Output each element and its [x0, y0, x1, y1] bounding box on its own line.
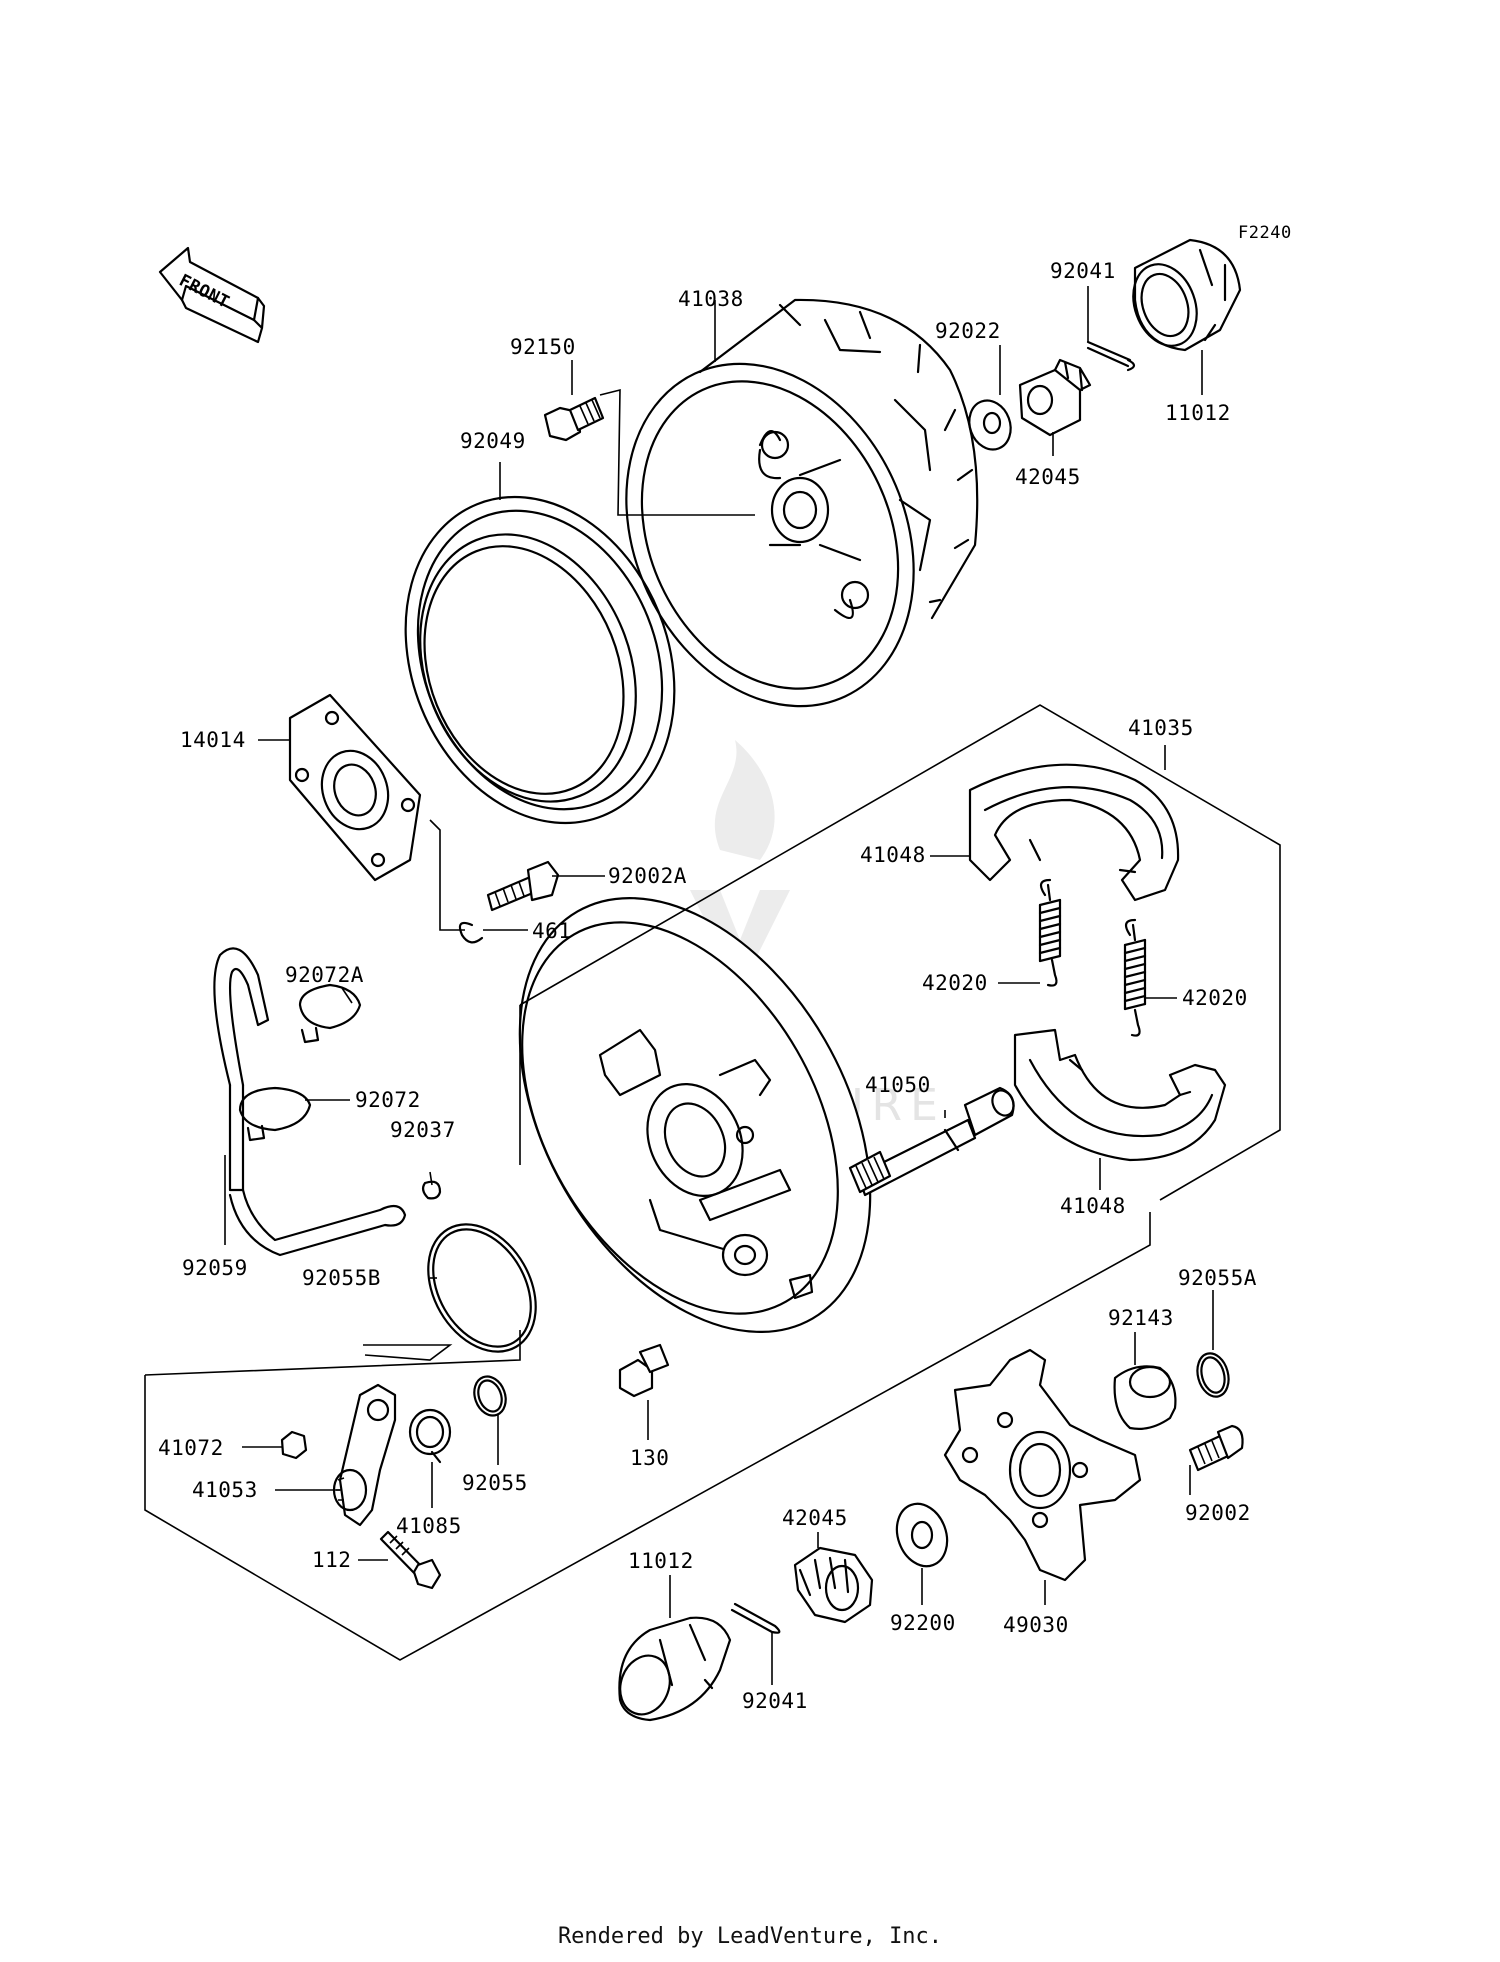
brake-shoe-41048-top [968, 763, 1180, 902]
label-92072A: 92072A [285, 963, 364, 987]
label-92055: 92055 [462, 1471, 528, 1495]
backing-plate [518, 897, 872, 1333]
bolt-92002 [1188, 1424, 1244, 1472]
spring-42020-left [1038, 878, 1062, 987]
label-92055B: 92055B [302, 1266, 381, 1290]
label-41035: 41035 [1128, 716, 1194, 740]
label-49030: 49030 [1003, 1613, 1069, 1637]
label-41072: 41072 [158, 1436, 224, 1460]
clip-92037 [421, 1180, 442, 1200]
brake-shoe-41048-bottom [1013, 1028, 1227, 1162]
collar-92143 [1113, 1365, 1177, 1430]
part-labels: 92041 11012 41038 92022 42045 92150 9204… [158, 259, 1257, 1713]
brake-drum-41038 [625, 298, 979, 708]
cotter-pin-92041-bottom [730, 1602, 781, 1634]
cotter-pin-92041-top [1086, 340, 1136, 372]
bolt-92002A [486, 860, 560, 912]
label-92072: 92072 [355, 1088, 421, 1112]
label-92037: 92037 [390, 1118, 456, 1142]
washer-92200 [895, 1502, 949, 1568]
label-461: 461 [532, 919, 571, 943]
label-92200: 92200 [890, 1611, 956, 1635]
label-14014: 14014 [180, 728, 246, 752]
front-arrow: FRONT [158, 246, 266, 344]
cam-shaft-41050 [848, 1086, 1015, 1197]
castle-nut-42045-bottom [793, 1546, 874, 1624]
label-11012-top: 11012 [1165, 401, 1231, 425]
label-11012-bottom: 11012 [628, 1549, 694, 1573]
label-92002A: 92002A [608, 864, 687, 888]
label-92022: 92022 [935, 319, 1001, 343]
clamp-92072A [298, 983, 362, 1044]
hub-49030 [943, 1348, 1142, 1582]
lock-washer-461 [458, 921, 484, 944]
label-92041-top: 92041 [1050, 259, 1116, 283]
washer-41085 [408, 1408, 452, 1464]
label-41053: 41053 [192, 1478, 258, 1502]
castle-nut-42045-top [1018, 358, 1092, 437]
label-92150: 92150 [510, 335, 576, 359]
footer-credit: Rendered by LeadVenture, Inc. [557, 1924, 943, 1949]
label-92059: 92059 [182, 1256, 248, 1280]
label-41085: 41085 [396, 1514, 462, 1538]
washer-92022 [968, 399, 1012, 451]
brake-panel-frame-lower [144, 1005, 1151, 1661]
label-41048-top: 41048 [860, 843, 926, 867]
bolt-92150 [543, 396, 605, 442]
bolt-112 [379, 1530, 442, 1590]
label-92143: 92143 [1108, 1306, 1174, 1330]
dust-cap-11012-top [1132, 238, 1242, 352]
brake-lever-41053 [332, 1383, 397, 1527]
bolt-130 [618, 1343, 670, 1398]
clamp-92072 [238, 1086, 312, 1142]
o-ring-92055 [473, 1375, 507, 1417]
label-42045-top: 42045 [1015, 465, 1081, 489]
label-92049: 92049 [460, 429, 526, 453]
bearing-housing-14014 [288, 693, 422, 882]
brake-panel-frame [519, 704, 1281, 1201]
o-ring-92055B [427, 1223, 537, 1353]
label-130: 130 [630, 1446, 669, 1470]
nut-41072 [280, 1430, 308, 1460]
figure-code: F2240 [1238, 223, 1292, 243]
label-112: 112 [312, 1548, 351, 1572]
seal-92049 [404, 495, 676, 825]
label-92055A: 92055A [1178, 1266, 1257, 1290]
label-42045-bottom: 42045 [782, 1506, 848, 1530]
dust-cap-11012-bottom [618, 1616, 732, 1722]
label-42020-left: 42020 [922, 971, 988, 995]
hose-92059 [213, 947, 407, 1257]
label-41050: 41050 [865, 1073, 931, 1097]
spring-42020-right [1123, 918, 1147, 1037]
leader-lines [224, 286, 1214, 1685]
label-92002: 92002 [1185, 1501, 1251, 1525]
label-41038: 41038 [678, 287, 744, 311]
o-ring-92055A [1196, 1352, 1230, 1398]
label-42020-right: 42020 [1182, 986, 1248, 1010]
label-92041-bottom: 92041 [742, 1689, 808, 1713]
label-41048-bottom: 41048 [1060, 1194, 1126, 1218]
lower-left-frame-extra [363, 1344, 453, 1361]
